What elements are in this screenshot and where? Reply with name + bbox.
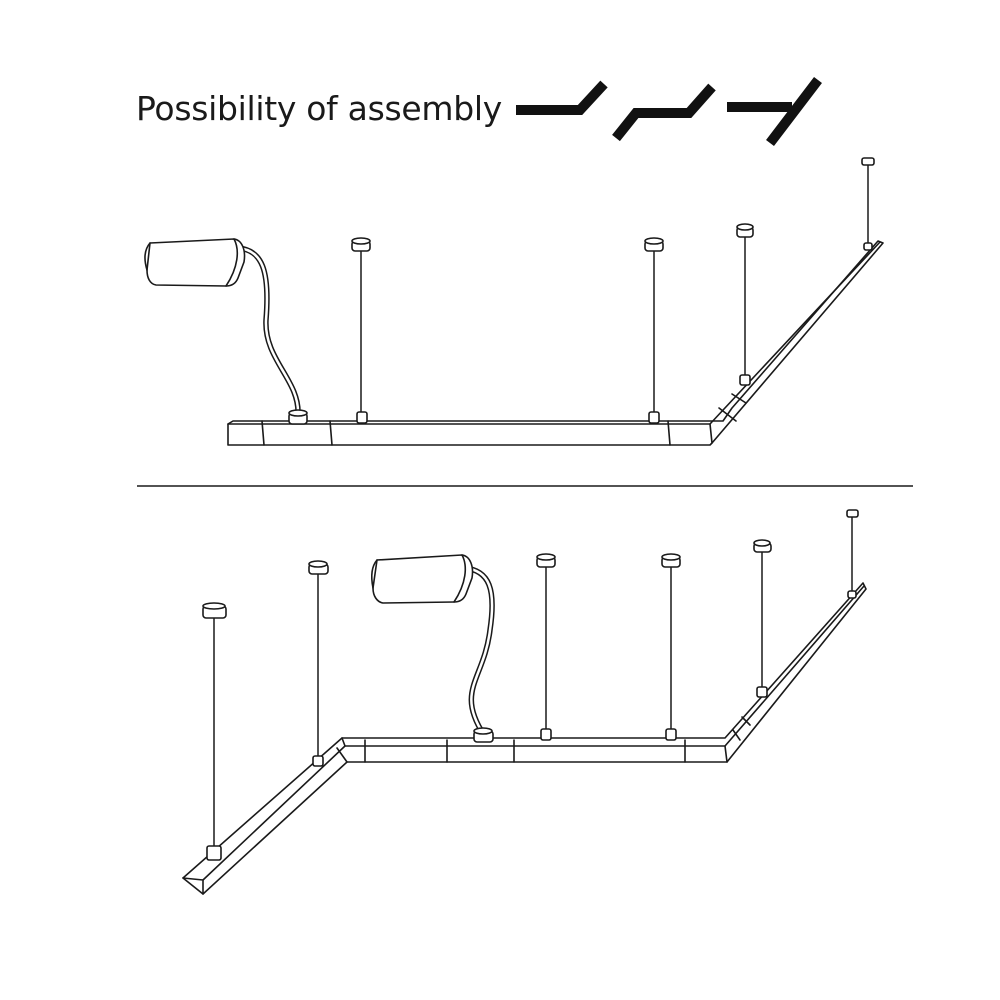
bottom-suspension-6 xyxy=(846,509,859,599)
top-assembly-drawing xyxy=(144,157,884,446)
top-suspension-3 xyxy=(736,223,754,386)
page-title: Possibility of assembly xyxy=(136,89,502,128)
bottom-suspension-3 xyxy=(536,553,556,741)
top-suspension-2 xyxy=(644,237,664,424)
option-double-step-icon xyxy=(612,83,716,142)
top-light-bar xyxy=(227,240,884,446)
bottom-driver xyxy=(371,554,495,743)
assembly-options xyxy=(516,76,822,147)
option-angled-bend-icon xyxy=(516,80,608,115)
top-driver xyxy=(144,238,308,425)
bottom-light-bar xyxy=(182,582,867,895)
bottom-suspension-5 xyxy=(753,539,772,698)
bottom-suspension-2 xyxy=(308,560,329,767)
option-crossing-tee-icon xyxy=(727,76,822,147)
top-suspension-1 xyxy=(351,237,371,424)
bottom-assembly-drawing xyxy=(182,509,867,895)
bottom-suspension-1 xyxy=(202,602,227,861)
top-suspension-4 xyxy=(861,157,875,251)
bottom-suspension-4 xyxy=(661,553,681,741)
